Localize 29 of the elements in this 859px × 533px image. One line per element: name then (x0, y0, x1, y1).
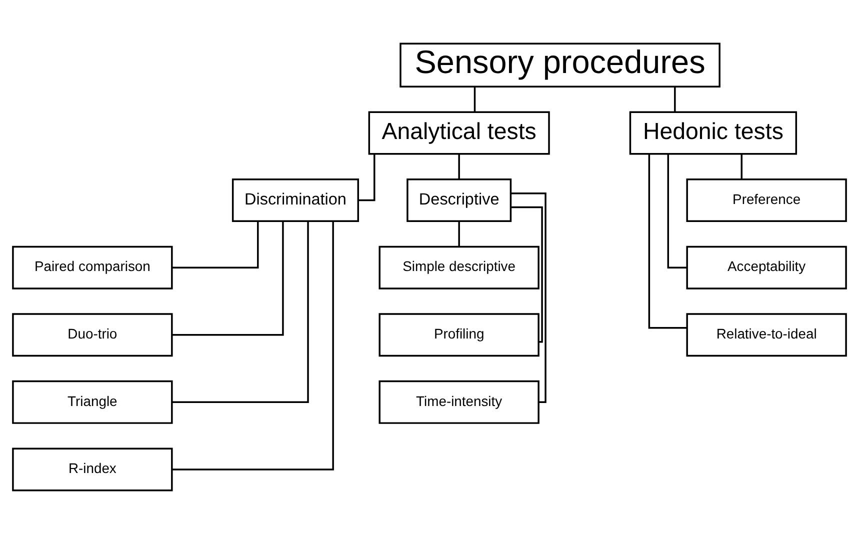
connector (674, 86, 676, 112)
node-box: Paired comparison (12, 245, 173, 289)
node-box: R-index (12, 447, 173, 491)
node-box: Preference (686, 178, 847, 222)
node-box: Hedonic tests (629, 110, 798, 154)
node-box: Acceptability (686, 245, 847, 289)
node-box: Sensory procedures (400, 42, 720, 87)
connector (172, 220, 334, 470)
node-box: Relative-to-ideal (686, 312, 847, 356)
node-box: Duo-trio (12, 312, 173, 356)
connector (172, 221, 309, 403)
node-box: Time-intensity (378, 380, 540, 424)
connector (740, 153, 742, 179)
connector (510, 192, 546, 403)
connector (458, 153, 460, 179)
connector (172, 220, 284, 336)
connector (648, 154, 687, 328)
node-box: Profiling (378, 312, 540, 356)
node-box: Discrimination (232, 178, 359, 222)
node-box: Descriptive (406, 178, 512, 222)
node-box: Analytical tests (368, 110, 550, 154)
connector (458, 220, 460, 246)
connector (511, 206, 543, 342)
node-box: Simple descriptive (378, 245, 540, 289)
connector (667, 154, 687, 268)
connector (358, 153, 376, 201)
connector (474, 86, 476, 112)
connector (172, 220, 259, 268)
node-box: Triangle (12, 380, 173, 424)
